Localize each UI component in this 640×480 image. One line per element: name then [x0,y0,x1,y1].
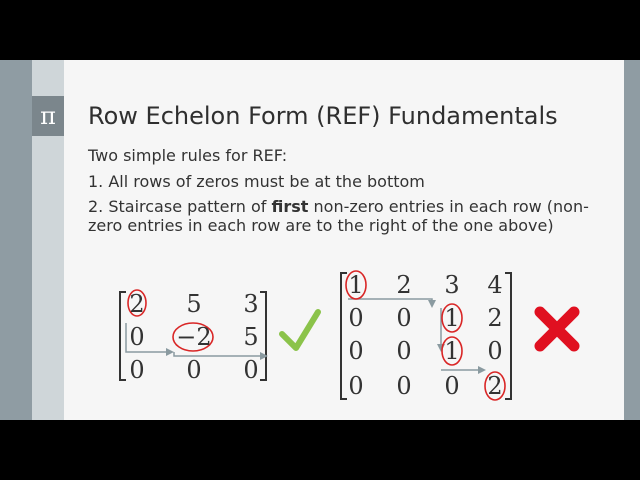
cross-icon [534,306,580,352]
matrix-a-cell-0-2: 3 [243,290,258,318]
matrix-b-cell-1-0: 0 [348,304,363,332]
matrix-b-pivot-circle-3 [441,336,463,366]
matrix-b-stair-arrow-1 [348,298,436,308]
slide-title: Row Echelon Form (REF) Fundamentals [88,102,558,130]
matrix-b-cell-2-2: 1 [444,337,459,365]
matrix-a-stair-arrow-1 [125,323,174,356]
matrix-a-cell-1-2: 5 [243,323,258,351]
matrix-b-cell-1-1: 0 [396,304,411,332]
matrix-a-cell-2-2: 0 [243,356,258,384]
matrix-a-cell-1-0: 0 [129,323,144,351]
matrix-b-cell-2-3: 0 [487,337,502,365]
matrix-b-right-bracket [505,272,512,400]
matrix-b-cell-1-3: 2 [487,304,502,332]
matrix-a-pivot-circle-1 [127,289,147,317]
rule-2-part-a: 2. Staircase pattern of [88,197,272,216]
matrix-a-cell-2-0: 0 [129,356,144,384]
matrix-b-cell-0-3: 4 [487,271,502,299]
matrix-b-cell-1-2: 1 [444,304,459,332]
matrix-b-cell-0-1: 2 [396,271,411,299]
intro-text: Two simple rules for REF: [88,146,288,165]
matrix-b-cell-3-1: 0 [396,372,411,400]
rule-1: 1. All rows of zeros must be at the bott… [88,172,425,191]
right-strip [624,60,640,420]
rule-2-emphasis: first [271,197,309,216]
pi-icon: π [32,96,64,136]
matrix-b-pivot-circle-4 [484,371,506,401]
slide-content: Row Echelon Form (REF) Fundamentals Two … [64,60,624,420]
matrix-b-cell-3-2: 0 [444,372,459,400]
rule-2: 2. Staircase pattern of first non-zero e… [88,197,608,235]
slide-frame: π Row Echelon Form (REF) Fundamentals Tw… [0,60,640,420]
matrix-a-stair-arrow-2 [173,352,268,360]
matrix-a-left-bracket [119,291,126,381]
matrix-b-cell-0-2: 3 [444,271,459,299]
matrix-b-cell-0-0: 1 [348,271,363,299]
matrix-b-pivot-circle-2 [441,303,463,333]
matrix-a-cell-0-0: 2 [129,290,144,318]
check-icon [279,309,321,351]
matrix-a-right-bracket [260,291,267,381]
matrix-b-left-bracket [340,272,347,400]
rule-2-part-b: non-zero entries in each row (non-zero e… [88,197,589,235]
matrix-a-pivot-circle-2 [172,322,214,352]
matrix-b-cell-3-0: 0 [348,372,363,400]
matrix-b-cell-2-1: 0 [396,337,411,365]
matrix-b-cell-2-0: 0 [348,337,363,365]
matrix-b-pivot-circle-1 [345,270,367,300]
sidebar-strip [0,60,32,420]
matrix-a-cell-2-1: 0 [186,356,201,384]
matrix-b-cell-3-3: 2 [487,372,502,400]
matrix-a-cell-0-1: 5 [186,290,201,318]
matrix-a-cell-1-1: −2 [176,323,211,351]
